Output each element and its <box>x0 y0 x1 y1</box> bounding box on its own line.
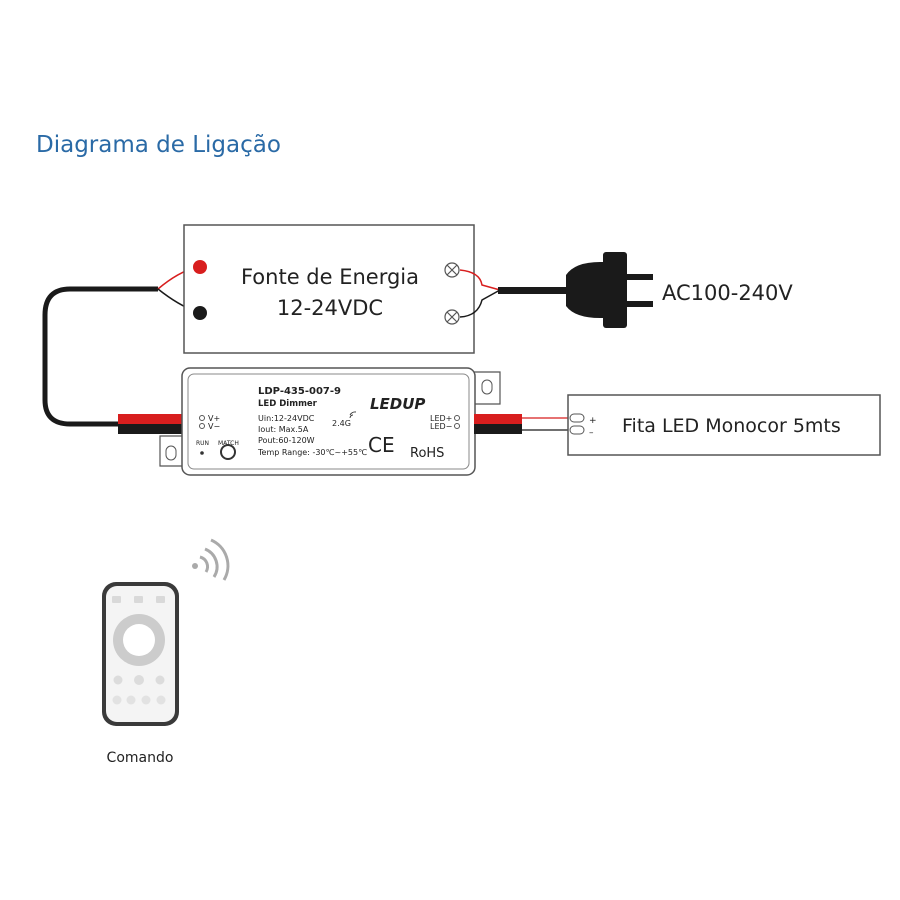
spec-iout: Iout: Max.5A <box>258 425 309 434</box>
spec-temp: Temp Range: -30℃~+55℃ <box>257 448 367 457</box>
match-label: MATCH <box>218 440 239 447</box>
ac-black-wire <box>459 289 501 318</box>
v-minus-label: V− <box>208 422 220 431</box>
supply-negative-terminal <box>193 306 207 320</box>
ac-plug-icon <box>566 252 653 328</box>
led-strip-label: Fita LED Monocor 5mts <box>622 415 841 437</box>
power-supply-label-2: 12-24VDC <box>277 296 383 320</box>
supply-to-dimmer-cable <box>42 286 158 427</box>
ac-cable <box>498 287 568 294</box>
led-plus-label: LED+ <box>430 414 452 423</box>
power-supply-label-1: Fonte de Energia <box>241 265 419 289</box>
led-strip-box <box>567 394 881 456</box>
remote-label: Comando <box>107 750 174 766</box>
led-minus-terminal <box>454 423 460 429</box>
dimmer-name: LED Dimmer <box>258 399 318 409</box>
ac-voltage-label: AC100-240V <box>662 281 793 305</box>
brand-logo: LEDUP <box>370 395 425 413</box>
v-minus-terminal <box>199 423 205 429</box>
led-minus-label: LED− <box>430 422 452 431</box>
spec-pout: Pout:60-120W <box>258 436 315 445</box>
match-button[interactable] <box>220 444 236 460</box>
v-plus-label: V+ <box>208 414 220 423</box>
frequency-label: 2.4G <box>332 419 351 428</box>
spec-uin: Uin:12-24VDC <box>258 414 315 423</box>
dimmer-module <box>159 367 501 476</box>
run-indicator <box>200 451 204 455</box>
supply-positive-terminal <box>193 260 207 274</box>
ac-terminal-top <box>444 262 460 278</box>
ac-terminal-bottom <box>444 309 460 325</box>
rohs-mark: RoHS <box>410 446 444 461</box>
remote-control <box>102 582 179 726</box>
led-plus-terminal <box>454 415 460 421</box>
dimmer-model: LDP-435-007-9 <box>258 386 341 397</box>
ac-red-wire <box>459 269 501 291</box>
diagram-title: Diagrama de Ligação <box>36 132 281 158</box>
power-supply-box <box>183 224 475 354</box>
ce-mark: CE <box>368 433 395 457</box>
wireless-signal-icon-small <box>349 411 357 419</box>
led-strip-minus: – <box>589 428 594 438</box>
v-plus-terminal <box>199 415 205 421</box>
wireless-signal-icon <box>192 538 230 581</box>
run-label: RUN <box>196 440 209 447</box>
led-strip-plus: + <box>589 416 597 426</box>
